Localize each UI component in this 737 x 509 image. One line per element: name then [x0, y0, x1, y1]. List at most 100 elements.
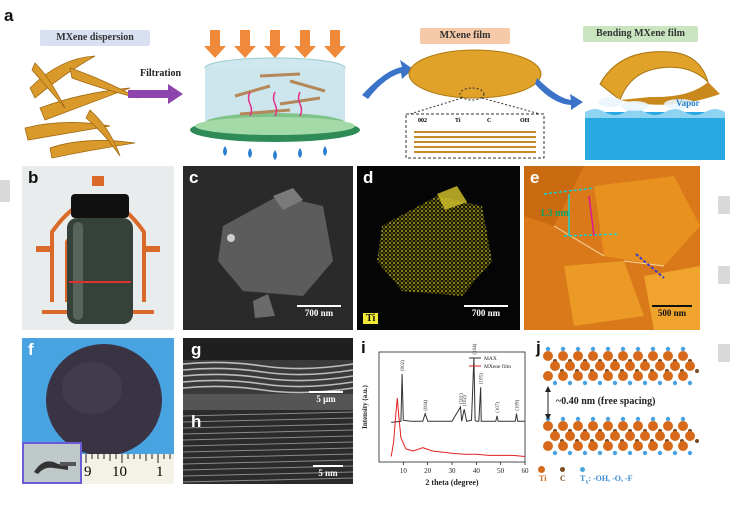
- legend-c: C: [560, 474, 566, 483]
- ti-atom: [580, 431, 590, 441]
- t-group-atom: [687, 450, 693, 456]
- ruler-number-1: 1: [156, 464, 164, 480]
- x-tick-label: 60: [522, 467, 530, 475]
- edge-mark-right-3: [718, 344, 730, 362]
- sem-flake: [218, 188, 333, 318]
- height-label: 1.3 nm: [540, 208, 569, 219]
- ti-atom: [588, 371, 598, 381]
- ti-atom: [678, 441, 688, 451]
- panel-label-i: i: [361, 338, 366, 357]
- ti-atom: [633, 371, 643, 381]
- mxene-film-disc: [405, 49, 545, 159]
- t-group-atom: [620, 416, 626, 422]
- peak-label: (002): [401, 360, 406, 371]
- bending-film: [585, 51, 725, 160]
- panel-a: a MXene dispersion Filtration: [0, 0, 737, 168]
- x-tick-label: 50: [497, 467, 505, 475]
- filtration-arrow: [128, 84, 183, 104]
- scale-line-h: [313, 465, 343, 467]
- mxene-structure: [543, 346, 699, 456]
- panel-label-e: e: [530, 168, 540, 187]
- t-group-atom: [672, 380, 678, 386]
- panel-h: h 5 nm: [183, 410, 353, 484]
- legend-t-rest: : -OH, -O, -F: [588, 474, 633, 483]
- scale-text-c: 700 nm: [304, 308, 334, 318]
- ti-atom: [618, 441, 628, 451]
- ti-atom: [685, 361, 695, 371]
- ruler-number-9: 9: [84, 464, 92, 480]
- t-group-atom: [560, 346, 566, 352]
- t-group-atom: [582, 450, 588, 456]
- legend-label: MXene film: [484, 363, 512, 370]
- peak-label: (004): [424, 399, 429, 410]
- legend-t-base: T: [580, 474, 586, 483]
- t-group-atom: [612, 450, 618, 456]
- spacing-label: ~0.40 nm (free spacing): [556, 396, 656, 407]
- ti-atom: [573, 441, 583, 451]
- scale-text-d: 700 nm: [471, 308, 501, 318]
- ti-atom: [558, 441, 568, 451]
- t-group-atom: [657, 380, 663, 386]
- mxene-film-photo: [46, 344, 162, 456]
- ti-atom: [663, 421, 673, 431]
- legend-ti: Ti: [539, 474, 547, 483]
- inset-label-ti: Ti: [455, 118, 461, 124]
- inset-label-002: 002: [418, 118, 427, 124]
- ti-atom: [543, 441, 553, 451]
- t-group-atom: [575, 416, 581, 422]
- panel-label-h: h: [191, 412, 202, 431]
- t-group-atom: [635, 416, 641, 422]
- ti-atom: [543, 421, 553, 431]
- ti-atom: [550, 431, 560, 441]
- ti-atom: [543, 351, 553, 361]
- bend-inset: [22, 442, 82, 484]
- ti-atom: [633, 421, 643, 431]
- panel-label-j: j: [536, 338, 541, 357]
- scale-line-e: [652, 305, 692, 307]
- ti-atom: [580, 361, 590, 371]
- scale-bar-e: 500 nm: [652, 305, 692, 318]
- peak-label: (107): [496, 402, 501, 413]
- ruler: 9 10 1: [82, 454, 174, 484]
- ti-atom: [558, 421, 568, 431]
- eds-map: [377, 186, 492, 296]
- c-atom: [695, 369, 699, 373]
- ti-atom: [610, 361, 620, 371]
- peak-label: (102): [463, 395, 468, 406]
- scale-text-g: 5 μm: [316, 394, 336, 404]
- t-group-atom: [560, 416, 566, 422]
- ti-atom: [633, 351, 643, 361]
- ti-atom: [550, 361, 560, 371]
- bending-tag: Bending MXene film: [583, 26, 698, 42]
- panel-b: b: [22, 166, 174, 330]
- dispersion-vial: [67, 194, 133, 324]
- process-arrow-2: [535, 78, 583, 110]
- t-group-atom: [590, 416, 596, 422]
- ti-atom: [685, 431, 695, 441]
- ti-atom: [603, 441, 613, 451]
- ti-atom: [588, 421, 598, 431]
- ti-atom: [655, 431, 665, 441]
- c-atom: [695, 439, 699, 443]
- inset-label-oh: OH: [520, 118, 530, 124]
- element-tag-ti: Ti: [363, 313, 379, 324]
- scale-line-c: [297, 305, 341, 307]
- panel-j: j ~0.40 nm (free spacing) Ti C Tx: -OH, …: [532, 338, 702, 488]
- ti-atom: [625, 431, 635, 441]
- scale-bar-g: 5 μm: [309, 391, 343, 404]
- ti-atom: [573, 421, 583, 431]
- ti-atom: [648, 351, 658, 361]
- ti-atom: [618, 351, 628, 361]
- x-tick-label: 20: [424, 467, 432, 475]
- legend-ti-dot: [538, 466, 545, 473]
- panel-d: d Ti 700 nm: [357, 166, 520, 330]
- t-group-atom: [642, 380, 648, 386]
- tem-lattice: [183, 411, 353, 483]
- ti-atom: [663, 441, 673, 451]
- t-group-atom: [665, 346, 671, 352]
- ti-atom: [573, 351, 583, 361]
- ti-atom: [648, 371, 658, 381]
- x-tick-label: 40: [473, 467, 481, 475]
